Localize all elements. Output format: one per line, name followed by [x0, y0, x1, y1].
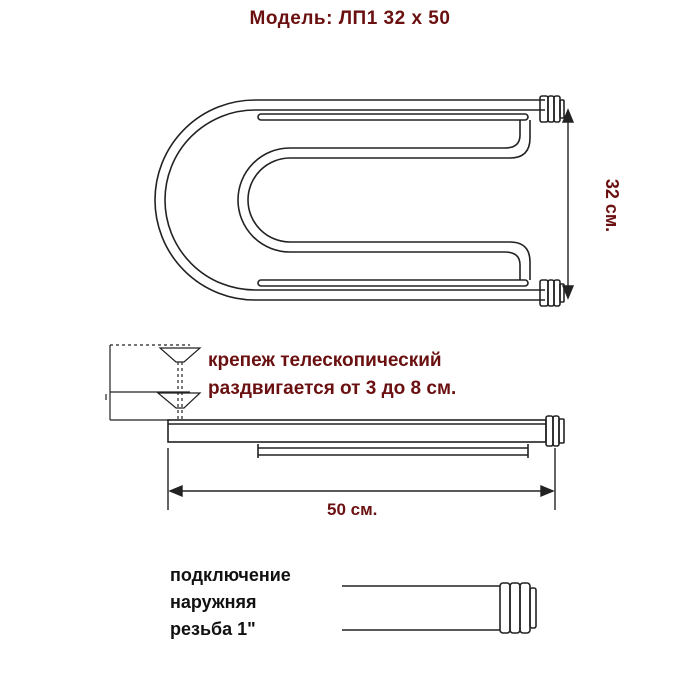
fitting-bottom	[539, 279, 565, 307]
connection-text-line-3: резьба 1"	[170, 619, 256, 639]
height-label: 32 см.	[602, 178, 623, 233]
mount-drawing	[105, 344, 202, 421]
model-title: Модель: ЛП1 32 х 50	[249, 8, 451, 29]
connection-text-line-2: наружняя	[170, 592, 257, 612]
mount-text-line-2: раздвигается от 3 до 8 см.	[208, 378, 457, 399]
bottom-rod	[257, 279, 529, 287]
mount-text-line-1: крепеж телескопический	[208, 350, 442, 371]
width-label: 50 см.	[327, 500, 378, 519]
rail-outer	[154, 99, 545, 301]
height-dimension	[561, 108, 575, 300]
connection-detail	[342, 582, 537, 634]
connection-text-line-1: подключение	[170, 565, 291, 585]
width-dimension	[167, 448, 556, 510]
rail-inner-loop-inner	[247, 120, 531, 280]
rail-inner-outer	[164, 109, 545, 291]
top-rod	[257, 113, 529, 121]
rail-inner-loop-outer	[237, 120, 521, 280]
side-view-rail	[167, 415, 565, 458]
fitting-top	[539, 95, 565, 123]
